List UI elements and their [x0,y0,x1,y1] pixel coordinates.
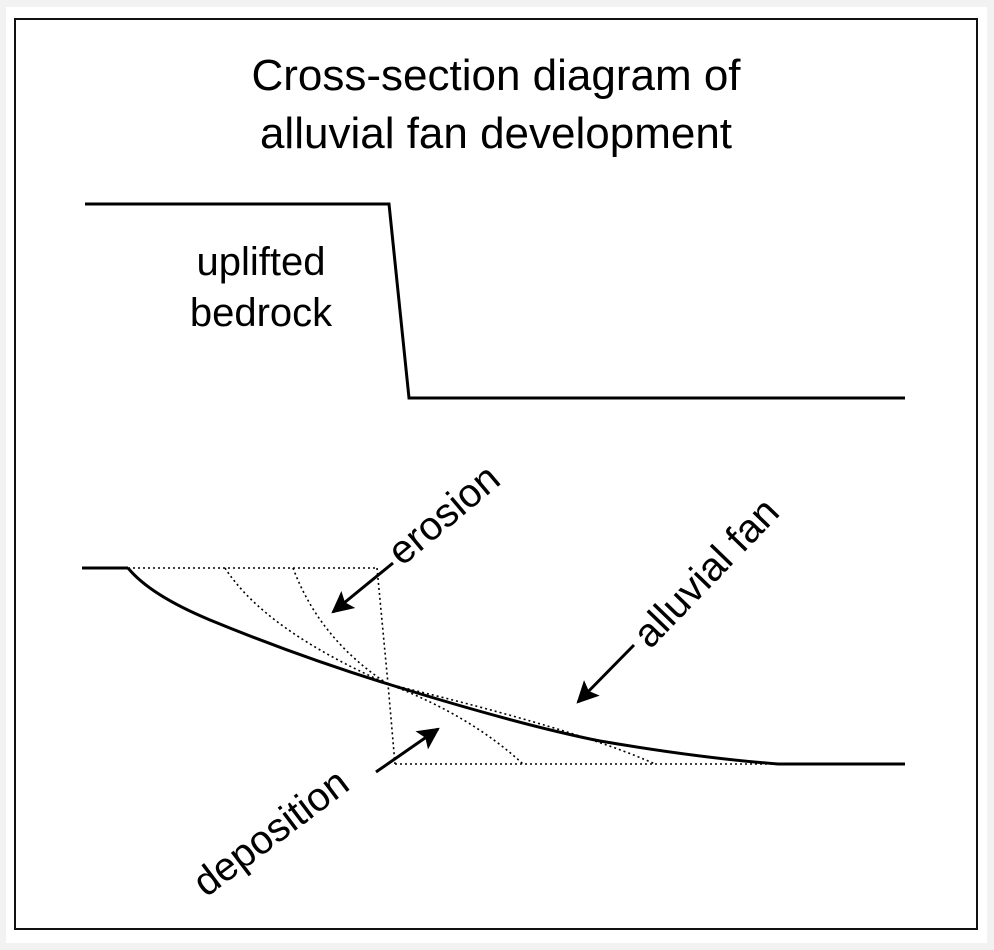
alluvial-fan-profile [126,567,905,766]
dotted-profile-curve-2 [292,567,389,685]
dotted-profile-curve-4 [387,683,656,765]
erosion-arrow [331,561,394,614]
bedrock-label-line-2: bedrock [190,291,333,335]
dotted-profile-curve-3 [387,683,524,765]
deposition-arrow [375,727,440,774]
diagram-title-line-1: Cross-section diagram of [251,51,741,100]
erosion-label: erosion [380,456,509,574]
diagram-title-line-2: alluvial fan development [260,109,732,158]
deposition-label: deposition [185,760,357,905]
dotted-vertical-scarp [376,567,396,765]
alluvial-fan-label: alluvial fan [625,490,788,657]
bedrock-label-line-1: uplifted [197,240,326,284]
alluvial-fan-arrow [576,643,636,704]
bedrock-profile-line [85,202,905,400]
dotted-profile-curve-1 [224,567,389,685]
diagram-frame [14,18,978,930]
